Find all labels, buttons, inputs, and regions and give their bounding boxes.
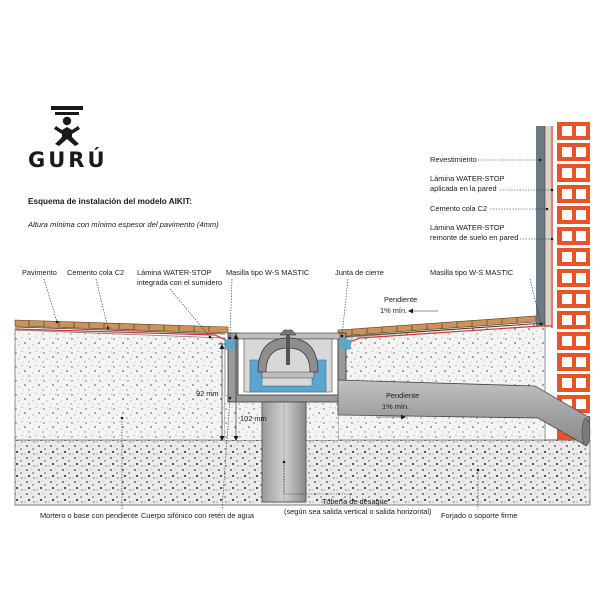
brick-wall — [557, 122, 590, 440]
label-pavimento: Pavimento — [22, 268, 57, 277]
guru-figure-icon — [51, 106, 83, 146]
label-revestimiento: Revestimiento — [430, 155, 477, 164]
dimension-102: 102 mm — [233, 334, 267, 441]
arrow-right-icon — [401, 414, 406, 420]
wall-tile-revestimiento — [536, 126, 545, 326]
label-lamina-sumidero-1: Lámina WATER-STOP — [137, 268, 212, 277]
guru-logo: GURÚ — [28, 106, 108, 172]
label-cemento-cola: Cemento cola C2 — [67, 268, 124, 277]
label-masilla-right: Masilla tipo W-S MASTIC — [430, 268, 514, 277]
diagram-title: Esquema de instalación del modelo AIKIT: — [28, 197, 192, 206]
pendiente-floor-label-1: Pendiente — [384, 295, 417, 304]
dimension-92: 92 mm — [196, 343, 226, 441]
pendiente-floor-label-2: 1% mín. — [380, 306, 407, 315]
brand-name: GURÚ — [28, 147, 108, 172]
dim-92-label: 92 mm — [196, 389, 219, 398]
label-forjado: Forjado o soporte firme — [441, 511, 517, 520]
pendiente-pipe-label-2: 1% mín. — [382, 402, 409, 411]
label-tuberia-2: (según sea salida vertical o salida hori… — [284, 507, 431, 516]
arrow-left-icon — [408, 308, 413, 314]
pendiente-pipe-label-1: Pendiente — [386, 391, 419, 400]
label-cemento-cola-pared: Cemento cola C2 — [430, 204, 487, 213]
mortero-left — [14, 329, 226, 441]
diagram-subtitle: Altura mínima con mínimo espesor del pav… — [27, 220, 219, 229]
label-masilla-center: Masilla tipo W-S MASTIC — [226, 268, 310, 277]
label-mortero: Mortero o base con pendiente — [40, 511, 138, 520]
label-cuerpo-sifonico: Cuerpo sifónico con retén de agua — [141, 511, 255, 520]
dim-102-label: 102 mm — [240, 414, 267, 423]
label-junta-cierre: Junta de cierre — [335, 268, 384, 277]
label-lamina-pared-2: aplicada en la pared — [430, 184, 497, 193]
label-lamina-pared-1: Lámina WATER-STOP — [430, 174, 505, 183]
pendiente-floor: Pendiente 1% mín. — [380, 295, 438, 315]
pendiente-pipe: Pendiente 1% mín. — [376, 391, 419, 420]
label-lamina-sumidero-2: integrada con el sumidero — [137, 278, 222, 287]
label-tuberia-1: Tubería de desagüe — [322, 497, 388, 506]
label-lamina-remonte-1: Lámina WATER-STOP — [430, 223, 505, 232]
wall-cement-layer — [545, 126, 551, 326]
drain-body — [224, 329, 352, 403]
label-lamina-remonte-2: remonte de suelo en pared — [430, 233, 518, 242]
